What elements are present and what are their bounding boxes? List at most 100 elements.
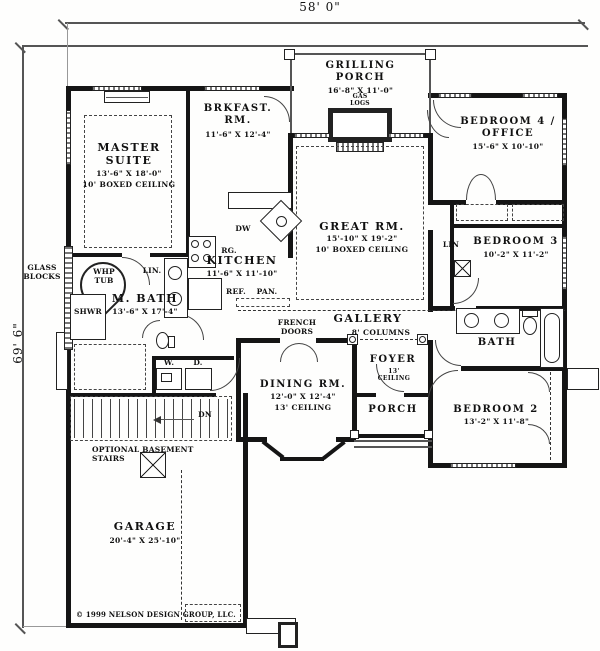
sink-bowl xyxy=(168,292,182,306)
dimension-line-top2 xyxy=(22,45,588,47)
shower-label: SHWR xyxy=(74,307,102,316)
window xyxy=(450,463,516,468)
sink-bowl xyxy=(494,313,509,328)
wall xyxy=(280,457,324,461)
column-cap xyxy=(349,336,356,343)
window xyxy=(438,93,472,98)
window xyxy=(204,86,260,91)
room-dims-bedroom4: 15'-6" X 10'-10" xyxy=(472,142,544,151)
bay-outline xyxy=(74,344,146,390)
burner xyxy=(191,254,199,262)
pantry-label: PAN. xyxy=(256,287,278,296)
wall xyxy=(236,437,267,442)
dishwasher-label: DW xyxy=(235,224,251,233)
room-label-grilling-porch: GRILLING PORCH xyxy=(325,60,396,83)
room-dims-great-room: 15'-10" X 19'-2" xyxy=(326,234,398,243)
door-arc xyxy=(466,174,481,200)
room-label-kitchen: KITCHEN xyxy=(206,254,278,267)
tick-mark xyxy=(577,19,589,30)
room-label-garage: GARAGE xyxy=(113,520,177,533)
down-arrow-head xyxy=(149,416,161,424)
colonnade-line xyxy=(360,339,418,340)
porch-post xyxy=(284,49,295,60)
hearth xyxy=(336,142,384,152)
stoop xyxy=(567,368,599,390)
toilet-tank xyxy=(522,310,538,317)
gallery-open-line xyxy=(238,310,565,311)
room-dims-garage: 20'-4" X 25'-10" xyxy=(109,536,181,545)
wall xyxy=(433,200,466,205)
room-label-gallery: GALLERY xyxy=(333,312,403,325)
room-label-great-room: GREAT RM. xyxy=(319,220,405,233)
porch-step xyxy=(354,440,432,442)
washer-door xyxy=(161,373,172,382)
room-dims-master-suite: 13'-6" X 18'-0" xyxy=(96,169,162,178)
room-label-master-bath: M. BATH xyxy=(111,292,179,305)
wall xyxy=(152,356,156,396)
room-label-bedroom3: BEDROOM 3 xyxy=(473,236,559,247)
linen-label: LIN. xyxy=(142,266,162,275)
laundry-chute xyxy=(454,260,471,277)
wall xyxy=(236,338,241,442)
extension-line xyxy=(23,626,67,627)
column-cap xyxy=(419,336,426,343)
room-dims-bedroom3: 10'-2" X 11'-2" xyxy=(483,250,549,259)
height-dimension-label: 69' 6" xyxy=(11,322,25,364)
wall xyxy=(150,253,190,257)
wall xyxy=(433,306,455,311)
room-note-gallery: 8' COLUMNS xyxy=(351,328,411,337)
dryer-label: D. xyxy=(193,358,203,367)
linen-label: LIN xyxy=(442,240,460,249)
porch-step xyxy=(354,446,432,448)
refrigerator xyxy=(188,278,222,310)
pantry-door xyxy=(236,298,290,307)
stair-treads xyxy=(74,399,228,438)
wall xyxy=(152,356,234,360)
wall xyxy=(428,340,433,463)
optional-stairs-label: OPTIONAL BASEMENT STAIRS xyxy=(92,445,194,463)
wall xyxy=(428,93,567,98)
room-label-breakfast: BRKFAST. RM. xyxy=(203,103,273,126)
refrigerator-label: REF. xyxy=(226,287,246,296)
porch-outline xyxy=(290,53,431,55)
room-label-bedroom4: BEDROOM 4 / OFFICE xyxy=(460,116,556,139)
toilet xyxy=(523,317,537,335)
wall xyxy=(66,393,216,397)
door-arc xyxy=(481,174,496,200)
porch-outline xyxy=(290,53,292,133)
room-label-bath: BATH xyxy=(477,337,517,348)
wall xyxy=(336,437,356,442)
optional-stairs-outline xyxy=(70,396,232,441)
room-note-dining: 13' CEILING xyxy=(274,403,332,412)
down-arrow-line xyxy=(158,419,194,421)
room-label-bedroom2: BEDROOM 2 xyxy=(453,404,539,415)
bathtub-basin xyxy=(544,313,560,363)
french-door-arc xyxy=(280,343,299,362)
door-arc xyxy=(435,340,461,366)
tick-mark xyxy=(14,42,26,53)
room-label-dining: DINING RM. xyxy=(259,379,347,390)
copyright-text: © 1999 NELSON DESIGN GROUP, LLC. xyxy=(76,610,236,619)
garage-door-line xyxy=(181,470,182,620)
wall xyxy=(352,434,433,438)
gas-logs-label: GAS LOGS xyxy=(350,93,370,108)
wall xyxy=(404,393,432,397)
bifold-door xyxy=(528,372,550,392)
porch-post xyxy=(425,49,436,60)
wall xyxy=(352,338,357,438)
wall xyxy=(66,86,71,628)
wall xyxy=(428,133,433,205)
wall xyxy=(66,623,298,628)
wall xyxy=(186,86,190,257)
wall xyxy=(316,338,358,343)
door-arc xyxy=(453,278,479,304)
room-dims-kitchen: 11'-6" X 11'-10" xyxy=(206,269,278,278)
closet-line xyxy=(550,372,551,460)
room-label-foyer: FOYER xyxy=(369,354,417,365)
dryer xyxy=(185,368,212,390)
wall xyxy=(66,253,122,257)
window xyxy=(562,118,567,166)
window xyxy=(66,110,71,165)
room-note-master-suite: 10' BOXED CEILING xyxy=(82,180,176,189)
wall xyxy=(450,200,454,308)
